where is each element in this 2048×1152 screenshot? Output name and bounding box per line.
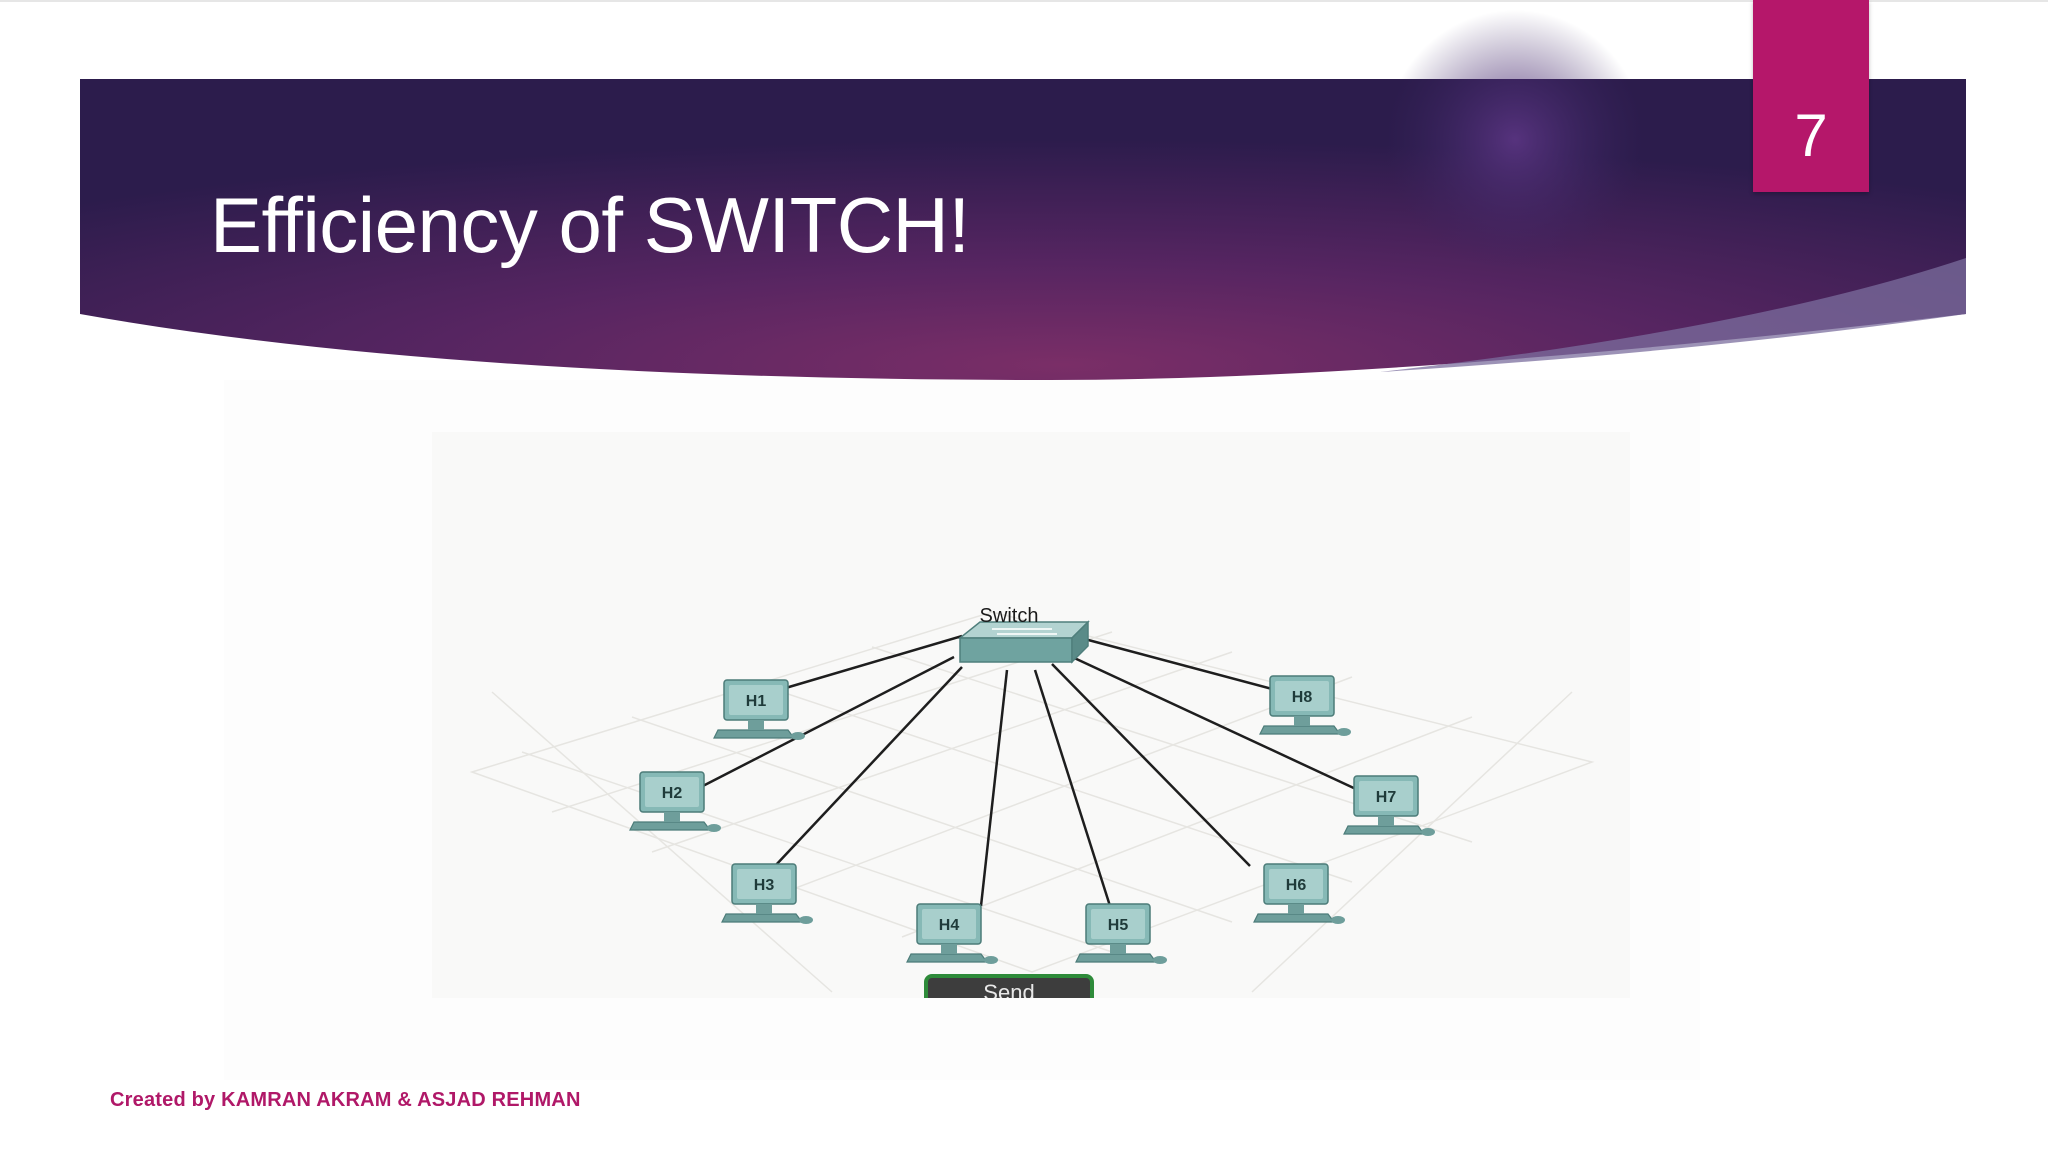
slide-number: 7 bbox=[1794, 102, 1828, 169]
switch-icon bbox=[957, 620, 1090, 664]
host-h3: H3 bbox=[721, 863, 813, 924]
host-label-h6: H6 bbox=[1286, 877, 1307, 894]
host-h4: H4 bbox=[906, 903, 998, 964]
top-rule bbox=[0, 0, 2048, 2]
host-label-h8: H8 bbox=[1292, 689, 1313, 706]
host-h5: H5 bbox=[1075, 903, 1167, 964]
slide-title: Efficiency of SWITCH! bbox=[210, 181, 970, 269]
send-button-label: Send bbox=[983, 980, 1034, 998]
send-button[interactable]: Send bbox=[924, 974, 1094, 998]
footer-credit: Created by KAMRAN AKRAM & ASJAD REHMAN bbox=[110, 1089, 581, 1111]
host-label-h7: H7 bbox=[1376, 789, 1397, 806]
host-h2: H2 bbox=[629, 771, 721, 832]
host-label-h5: H5 bbox=[1108, 917, 1129, 934]
host-h6: H6 bbox=[1253, 863, 1345, 924]
network-links bbox=[696, 634, 1359, 907]
title-banner bbox=[80, 10, 1966, 380]
host-label-h3: H3 bbox=[754, 877, 775, 894]
switch-label: Switch bbox=[980, 605, 1039, 627]
host-h8: H8 bbox=[1259, 675, 1351, 736]
host-label-h1: H1 bbox=[746, 693, 767, 710]
host-h1: H1 bbox=[713, 679, 805, 740]
host-label-h4: H4 bbox=[939, 917, 960, 934]
slide-number-badge: 7 bbox=[1753, 0, 1869, 192]
network-diagram: Switch H1 H2 H3 bbox=[432, 432, 1630, 998]
host-h7: H7 bbox=[1343, 775, 1435, 836]
host-label-h2: H2 bbox=[662, 785, 683, 802]
